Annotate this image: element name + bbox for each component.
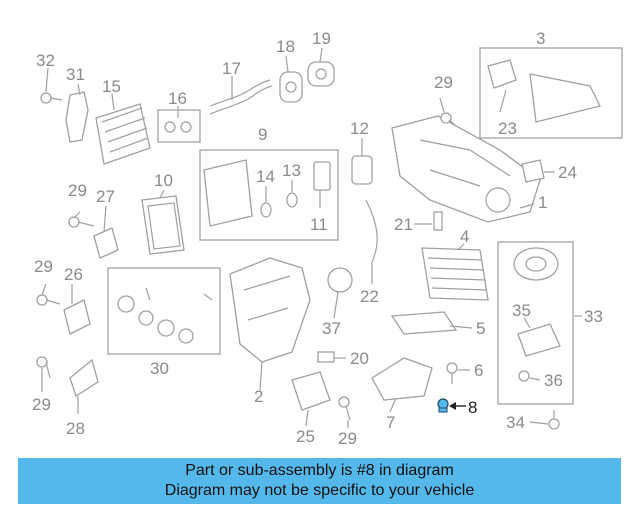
- label-29-a: 29: [68, 181, 87, 200]
- label-12: 12: [350, 119, 369, 138]
- part-21-bolt: [433, 211, 443, 231]
- label-20: 20: [350, 349, 369, 368]
- label-23: 23: [498, 119, 517, 138]
- label-34: 34: [506, 413, 525, 432]
- label-29-e: 29: [338, 429, 357, 448]
- part-30-assembly: [117, 287, 213, 344]
- part-7-bracket: [371, 357, 433, 401]
- label-28: 28: [66, 419, 85, 438]
- part-1-housing: [391, 115, 541, 223]
- part-28-bracket: [69, 358, 99, 397]
- part-22-hose: [365, 199, 378, 263]
- label-19: 19: [312, 29, 331, 48]
- banner-line-part: Part or sub-assembly is #8 in diagram: [185, 462, 454, 479]
- label-11: 11: [310, 215, 328, 234]
- part-27-bracket: [93, 227, 119, 259]
- info-banner: Part or sub-assembly is #8 in diagram Di…: [18, 458, 621, 504]
- part-33-blower: [513, 247, 559, 281]
- part-4-filter: [421, 247, 489, 301]
- banner-line-disclaimer: Diagram may not be specific to your vehi…: [164, 482, 475, 499]
- label-16: 16: [168, 89, 187, 108]
- group-box-3: [479, 47, 623, 139]
- label-35: 35: [512, 301, 531, 320]
- part-15-evaporator: [95, 103, 151, 165]
- label-36: 36: [544, 371, 563, 390]
- label-33: 33: [584, 307, 603, 326]
- label-30: 30: [150, 359, 169, 378]
- label-8-highlighted: 8: [468, 398, 477, 417]
- label-31: 31: [66, 65, 85, 84]
- part-16-clips: [164, 121, 192, 133]
- label-7: 7: [386, 413, 395, 432]
- label-21: 21: [394, 215, 413, 234]
- part-17-pipe: [209, 79, 273, 115]
- label-9: 9: [258, 125, 267, 144]
- part-29-bolt-e: [338, 396, 351, 421]
- part-29-bolt-b: [36, 294, 61, 306]
- part-32-bolt: [40, 92, 63, 104]
- label-5: 5: [476, 319, 485, 338]
- label-29-d: 29: [434, 73, 453, 92]
- part-37-actuator: [327, 267, 353, 293]
- part-5-seal-strip: [390, 311, 458, 335]
- leader-lines: [41, 47, 582, 428]
- label-4: 4: [460, 227, 469, 246]
- group-box-16: [157, 109, 201, 143]
- label-1: 1: [538, 193, 547, 212]
- group-boxes: [107, 47, 623, 405]
- part-6-bolt: [446, 362, 458, 384]
- part-36-bolt: [518, 370, 530, 382]
- label-6: 6: [474, 361, 483, 380]
- part-29-bolt-d: [440, 112, 457, 127]
- part-29-bolt-c: [36, 356, 51, 379]
- label-22: 22: [360, 287, 379, 306]
- part-26-bracket: [63, 299, 91, 335]
- label-13: 13: [282, 161, 301, 180]
- group-box-33: [497, 241, 574, 405]
- label-29-b: 29: [34, 257, 53, 276]
- part-34-bolt: [548, 410, 560, 430]
- part-25-module: [291, 371, 331, 411]
- label-32: 32: [36, 51, 55, 70]
- label-25: 25: [296, 427, 315, 446]
- part-31-bracket: [65, 91, 89, 143]
- label-17: 17: [222, 59, 241, 78]
- part-24-bracket: [521, 159, 545, 183]
- group-box-30: [107, 267, 221, 355]
- group-box-9: [199, 149, 339, 241]
- label-2: 2: [254, 387, 263, 406]
- part-labels: 3 32 31 15 17 18 19 16 29 23 9 12 14 13 …: [32, 29, 603, 448]
- part-19-seal: [307, 61, 335, 87]
- part-12-actuator: [351, 155, 373, 185]
- label-26: 26: [64, 265, 83, 284]
- label-3: 3: [536, 29, 545, 48]
- part-9-assembly: [203, 159, 331, 227]
- label-14: 14: [256, 167, 275, 186]
- label-10: 10: [154, 171, 173, 190]
- part-2-housing: [229, 257, 311, 363]
- parts-diagram: 3 32 31 15 17 18 19 16 29 23 9 12 14 13 …: [32, 29, 623, 448]
- label-27: 27: [96, 187, 115, 206]
- label-18: 18: [276, 37, 295, 56]
- part-18-seal: [279, 71, 303, 103]
- part-20-bolt: [317, 351, 335, 363]
- label-37: 37: [322, 319, 341, 338]
- part-8-highlighted: [437, 398, 449, 413]
- part-3-parts: [487, 59, 601, 123]
- part-10-filter: [141, 195, 185, 255]
- leader-line-8: [449, 402, 466, 410]
- label-24: 24: [558, 163, 577, 182]
- part-29-bolt-a: [68, 216, 95, 228]
- label-15: 15: [102, 77, 121, 96]
- part-35-resistor: [517, 323, 561, 357]
- label-29-c: 29: [32, 395, 51, 414]
